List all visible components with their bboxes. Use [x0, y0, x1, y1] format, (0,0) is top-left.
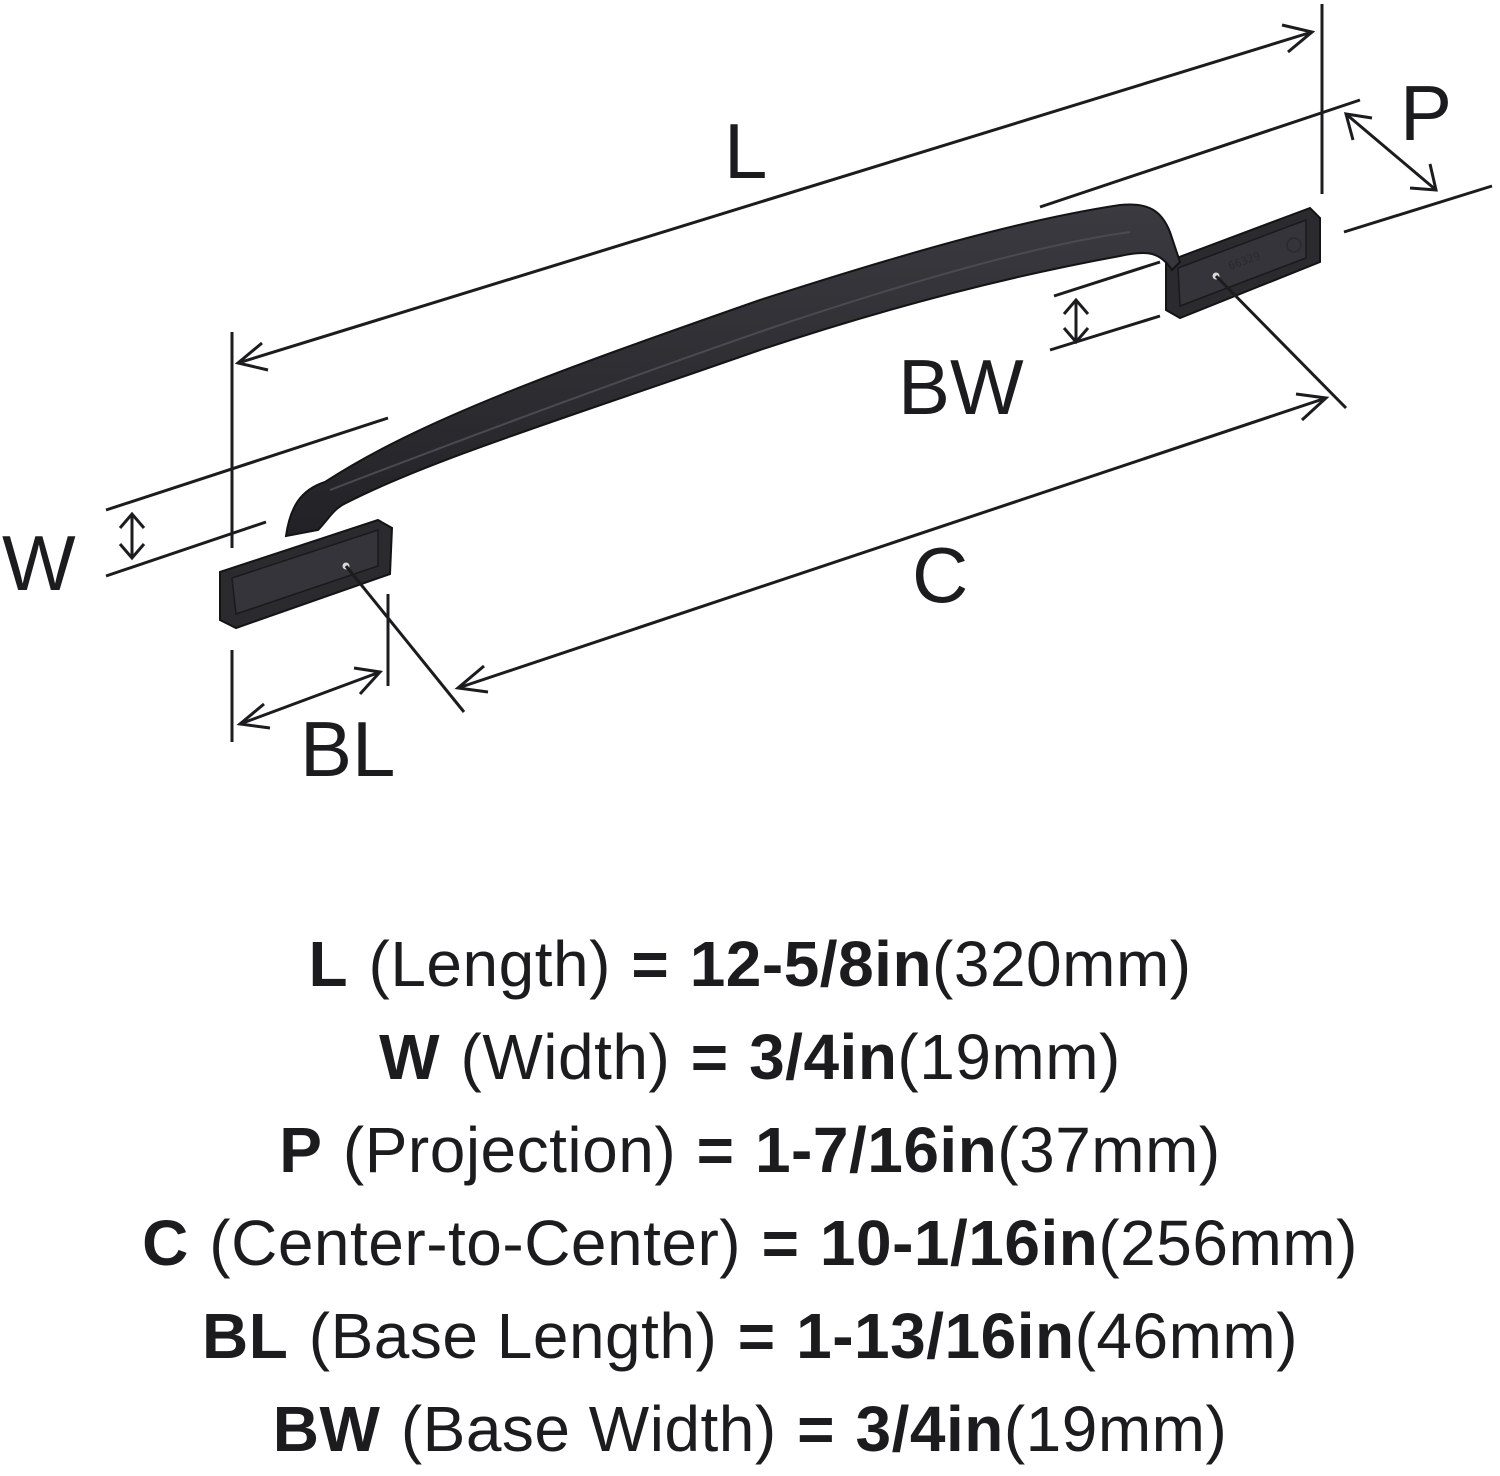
spec-metric-value: (320mm): [932, 928, 1192, 1000]
spec-row: W (Width) = 3/4in(19mm): [0, 1011, 1500, 1104]
label-BL: BL: [300, 705, 395, 793]
spec-equals: =: [797, 1393, 836, 1465]
spec-metric-value: (46mm): [1074, 1300, 1298, 1372]
spec-row: BW (Base Width) = 3/4in(19mm): [0, 1383, 1500, 1476]
spec-name: (Center-to-Center): [209, 1207, 742, 1279]
spec-imperial-value: 3/4in: [855, 1393, 1004, 1465]
spec-equals: =: [690, 1021, 729, 1093]
spec-metric-value: (256mm): [1098, 1207, 1358, 1279]
dimension-specs-list: L(Length)=12-5/8in(320mm)W(Width)=3/4in(…: [0, 918, 1500, 1476]
label-L: L: [724, 107, 767, 195]
spec-imperial-value: 1-13/16in: [796, 1300, 1075, 1372]
spec-metric-value: (19mm): [1003, 1393, 1228, 1465]
spec-code: L: [308, 928, 349, 1000]
label-W: W: [2, 519, 76, 607]
spec-equals: =: [761, 1207, 800, 1279]
spec-code: W: [379, 1021, 441, 1093]
spec-imperial-value: 10-1/16in: [819, 1207, 1099, 1279]
pull-dimension-diagram: 66329: [2, 4, 1493, 793]
spec-row: BL (Base Length) = 1-13/16in(46mm): [0, 1290, 1500, 1383]
spec-name: (Base Width): [400, 1393, 777, 1465]
spec-row: C (Center-to-Center) = 10-1/16in(256mm): [0, 1197, 1500, 1290]
spec-row: P (Projection) = 1-7/16in(37mm): [0, 1104, 1500, 1197]
spec-code: BW: [272, 1393, 381, 1465]
label-BW: BW: [898, 343, 1024, 431]
spec-name: (Projection): [342, 1114, 677, 1186]
spec-name: (Width): [460, 1021, 671, 1093]
spec-code: BL: [202, 1300, 289, 1372]
spec-row: L (Length) = 12-5/8in(320mm): [0, 918, 1500, 1011]
dimension-lines: [105, 4, 1493, 742]
handle-bar: [284, 203, 1182, 538]
cabinet-pull-handle: 66329: [219, 203, 1321, 630]
spec-imperial-value: 1-7/16in: [754, 1114, 998, 1186]
spec-equals: =: [631, 928, 670, 1000]
label-C: C: [912, 531, 968, 619]
spec-metric-value: (37mm): [997, 1114, 1221, 1186]
spec-name: (Base Length): [308, 1300, 718, 1372]
spec-equals: =: [696, 1114, 735, 1186]
brand-mark-icon: [1286, 237, 1302, 253]
spec-code: C: [142, 1207, 189, 1279]
spec-code: P: [279, 1114, 323, 1186]
spec-metric-value: (19mm): [897, 1021, 1121, 1093]
label-P: P: [1400, 69, 1452, 157]
spec-name: (Length): [368, 928, 611, 1000]
spec-imperial-value: 3/4in: [749, 1021, 898, 1093]
spec-imperial-value: 12-5/8in: [689, 928, 933, 1000]
spec-equals: =: [737, 1300, 776, 1372]
